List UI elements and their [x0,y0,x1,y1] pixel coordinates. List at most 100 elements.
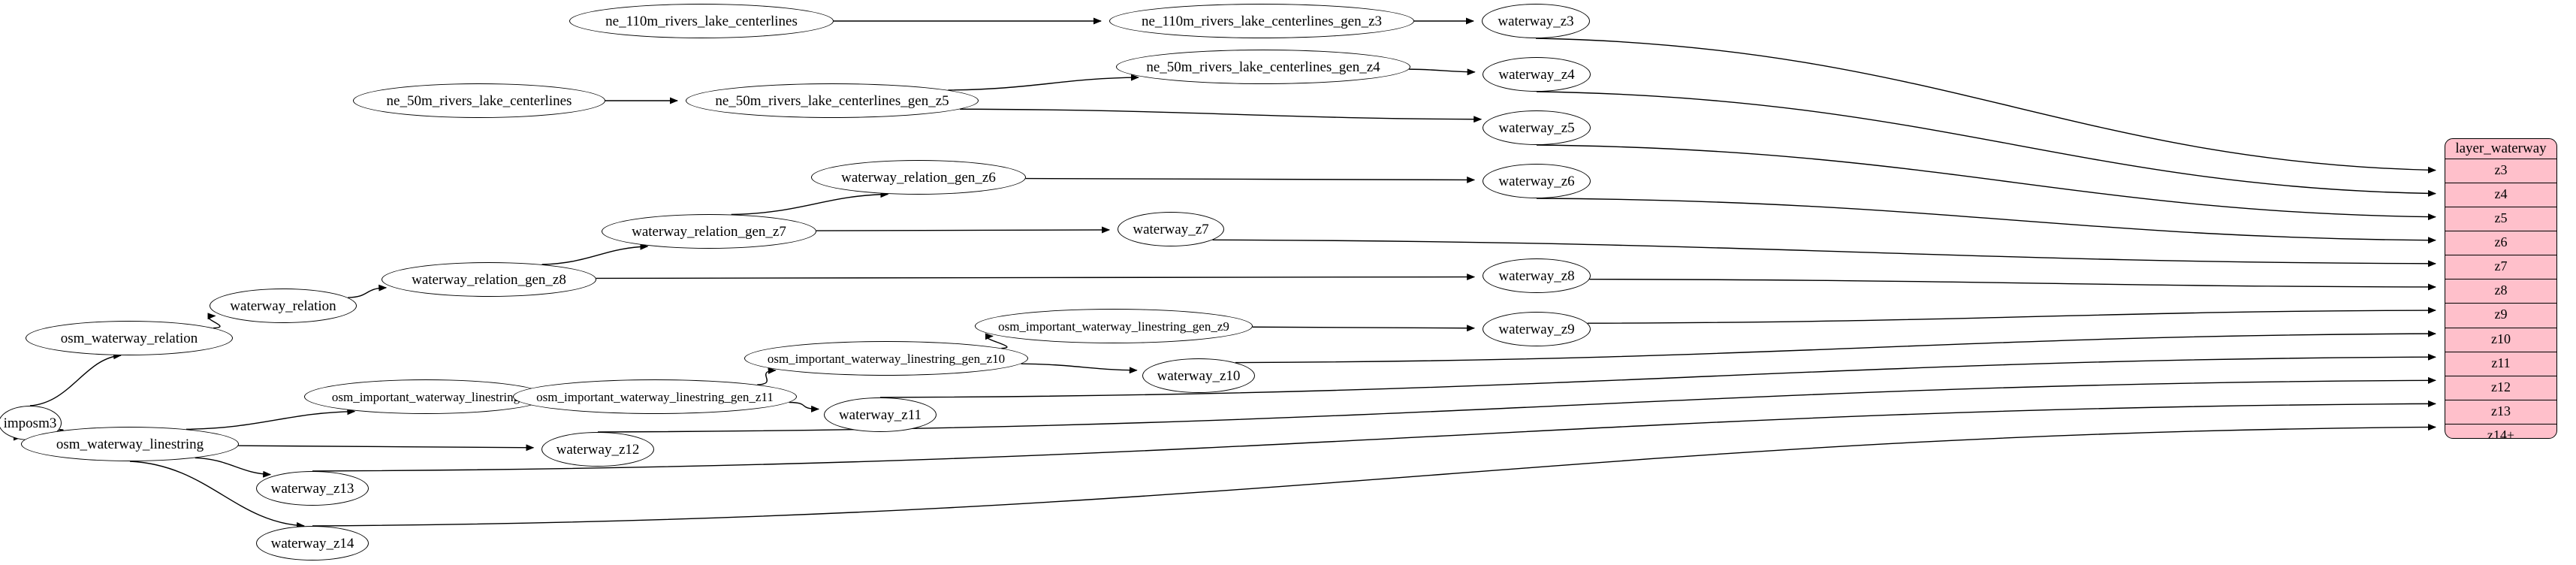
graph-node-osm_waterway_linestring[interactable]: osm_waterway_linestring [21,427,239,461]
graph-node-label: waterway_z13 [270,480,354,497]
graph-edge [731,191,889,216]
graph-edge [1235,330,2436,364]
graph-node-waterway_z8[interactable]: waterway_z8 [1483,258,1591,293]
layer-waterway-row-z4[interactable]: z4 [2445,183,2556,208]
graph-node-label: osm_important_waterway_linestring_gen_z1… [767,351,1006,366]
graph-node-waterway_relation[interactable]: waterway_relation [210,289,357,323]
graph-node-waterway_z13[interactable]: waterway_z13 [256,471,369,506]
layer-waterway-row-z14+[interactable]: z14+ [2487,427,2515,439]
graph-node-label: waterway_z12 [556,441,640,458]
graph-node-osm_important_waterway_linestring_gen_z11[interactable]: osm_important_waterway_linestring_gen_z1… [513,379,797,414]
graph-node-waterway_relation_gen_z7[interactable]: waterway_relation_gen_z7 [602,214,816,249]
layer-waterway-row-z3[interactable]: z3 [2445,159,2556,184]
graph-node-label: waterway_relation_gen_z8 [412,271,566,288]
graph-node-ne_50m_rivers_lake_centerlines_gen_z4[interactable]: ne_50m_rivers_lake_centerlines_gen_z4 [1116,50,1410,84]
graph-edge [1536,198,2436,244]
graph-edge [1536,91,2436,197]
graph-edge [348,284,388,298]
graph-edge [1409,68,1476,76]
graph-node-waterway_z12[interactable]: waterway_z12 [541,432,654,467]
layer-waterway-row-z5[interactable]: z5 [2445,207,2556,232]
layer-waterway-row-z9[interactable]: z9 [2445,304,2556,328]
graph-node-ne_50m_rivers_lake_centerlines_gen_z5[interactable]: ne_50m_rivers_lake_centerlines_gen_z5 [686,83,979,118]
graph-node-osm_important_waterway_linestring_gen_z9[interactable]: osm_important_waterway_linestring_gen_z9 [975,309,1253,343]
graph-node-label: ne_50m_rivers_lake_centerlines_gen_z5 [715,92,949,109]
graph-edge [238,444,535,452]
graph-node-label: osm_waterway_relation [60,330,198,346]
graph-node-label: waterway_z7 [1133,221,1209,237]
graph-node-label: osm_important_waterway_linestring_gen_z9 [998,319,1229,334]
graph-edge [596,273,1476,281]
graph-node-label: ne_110m_rivers_lake_centerlines_gen_z3 [1141,13,1383,29]
graph-node-waterway_z6[interactable]: waterway_z6 [1483,164,1591,198]
graph-node-ne_110m_rivers_lake_centerlines[interactable]: ne_110m_rivers_lake_centerlines [569,4,834,38]
graph-node-waterway_z4[interactable]: waterway_z4 [1483,57,1591,92]
graph-node-label: waterway_z4 [1498,66,1575,83]
graph-node-label: osm_waterway_linestring [56,436,204,452]
graph-node-label: waterway_z11 [838,406,922,423]
graph-edge [29,352,122,406]
graph-edge [789,401,820,412]
graph-node-ne_50m_rivers_lake_centerlines[interactable]: ne_50m_rivers_lake_centerlines [353,83,605,118]
graph-edge [207,313,221,329]
graph-node-label: waterway_relation_gen_z6 [841,169,996,186]
graph-node-label: imposm3 [3,415,57,431]
layer-waterway-row-z13[interactable]: z13 [2445,400,2556,425]
graph-edge [186,408,356,431]
graph-node-waterway_z9[interactable]: waterway_z9 [1483,312,1591,346]
layer-waterway-row-z11[interactable]: z11 [2445,352,2556,376]
graph-node-waterway_z10[interactable]: waterway_z10 [1142,358,1255,393]
graph-node-label: ne_50m_rivers_lake_centerlines [386,92,572,109]
graph-edge [948,74,1139,91]
graph-edge [1025,176,1476,183]
graph-edge [312,400,2436,472]
graph-node-ne_110m_rivers_lake_centerlines_gen_z3[interactable]: ne_110m_rivers_lake_centerlines_gen_z3 [1109,4,1414,38]
graph-node-waterway_z3[interactable]: waterway_z3 [1482,4,1590,38]
graph-node-label: osm_important_waterway_linestring_gen_z1… [536,389,774,404]
graph-edge [985,333,1008,349]
graph-edge [129,461,305,529]
graph-edge [597,376,2436,433]
graph-edge [879,353,2436,398]
graph-edge [1536,144,2436,221]
layer-waterway-table-title: layer_waterway [2445,139,2556,159]
graph-node-label: waterway_z10 [1157,367,1241,384]
graph-node-label: waterway_z5 [1498,119,1575,136]
graph-edge [312,424,2436,527]
graph-node-waterway_relation_gen_z8[interactable]: waterway_relation_gen_z8 [382,262,596,297]
graph-node-label: waterway_relation_gen_z7 [632,223,786,240]
graph-edge [1589,278,2436,291]
layer-waterway-row-z7[interactable]: z7 [2445,255,2556,280]
graph-edge [960,108,1483,123]
graph-edge [1212,239,2436,267]
graph-node-waterway_z14[interactable]: waterway_z14 [256,526,369,560]
graph-edge [1021,363,1138,374]
layer-waterway-row-z12[interactable]: z12 [2445,376,2556,400]
graph-node-label: ne_110m_rivers_lake_centerlines [605,13,798,29]
graph-node-osm_important_waterway_linestring_gen_z10[interactable]: osm_important_waterway_linestring_gen_z1… [744,341,1028,376]
graph-edge [195,457,272,478]
graph-node-waterway_z5[interactable]: waterway_z5 [1483,110,1591,145]
graph-edge [1587,307,2436,324]
graph-node-label: waterway_z9 [1498,321,1575,337]
graph-node-label: waterway_z6 [1498,173,1575,189]
graph-node-osm_important_waterway_linestring[interactable]: osm_important_waterway_linestring [304,379,547,414]
layer-waterway-row-z6[interactable]: z6 [2445,231,2556,256]
graph-node-osm_waterway_relation[interactable]: osm_waterway_relation [26,321,233,355]
graph-node-waterway_z11[interactable]: waterway_z11 [824,397,937,432]
graph-node-label: waterway_z3 [1498,13,1574,29]
graph-edge [816,226,1111,234]
graph-node-label: waterway_z14 [270,535,354,551]
graph-node-waterway_z7[interactable]: waterway_z7 [1118,212,1224,246]
graph-node-waterway_relation_gen_z6[interactable]: waterway_relation_gen_z6 [811,160,1026,195]
graph-node-label: osm_important_waterway_linestring [331,389,520,404]
graph-edge [541,243,649,265]
graph-node-label: waterway_z8 [1498,267,1575,284]
graph-edge [757,367,777,385]
graph-node-label: ne_50m_rivers_lake_centerlines_gen_z4 [1146,59,1380,75]
layer-waterway-row-z10[interactable]: z10 [2445,328,2556,352]
layer-waterway-row-z8[interactable]: z8 [2445,279,2556,304]
